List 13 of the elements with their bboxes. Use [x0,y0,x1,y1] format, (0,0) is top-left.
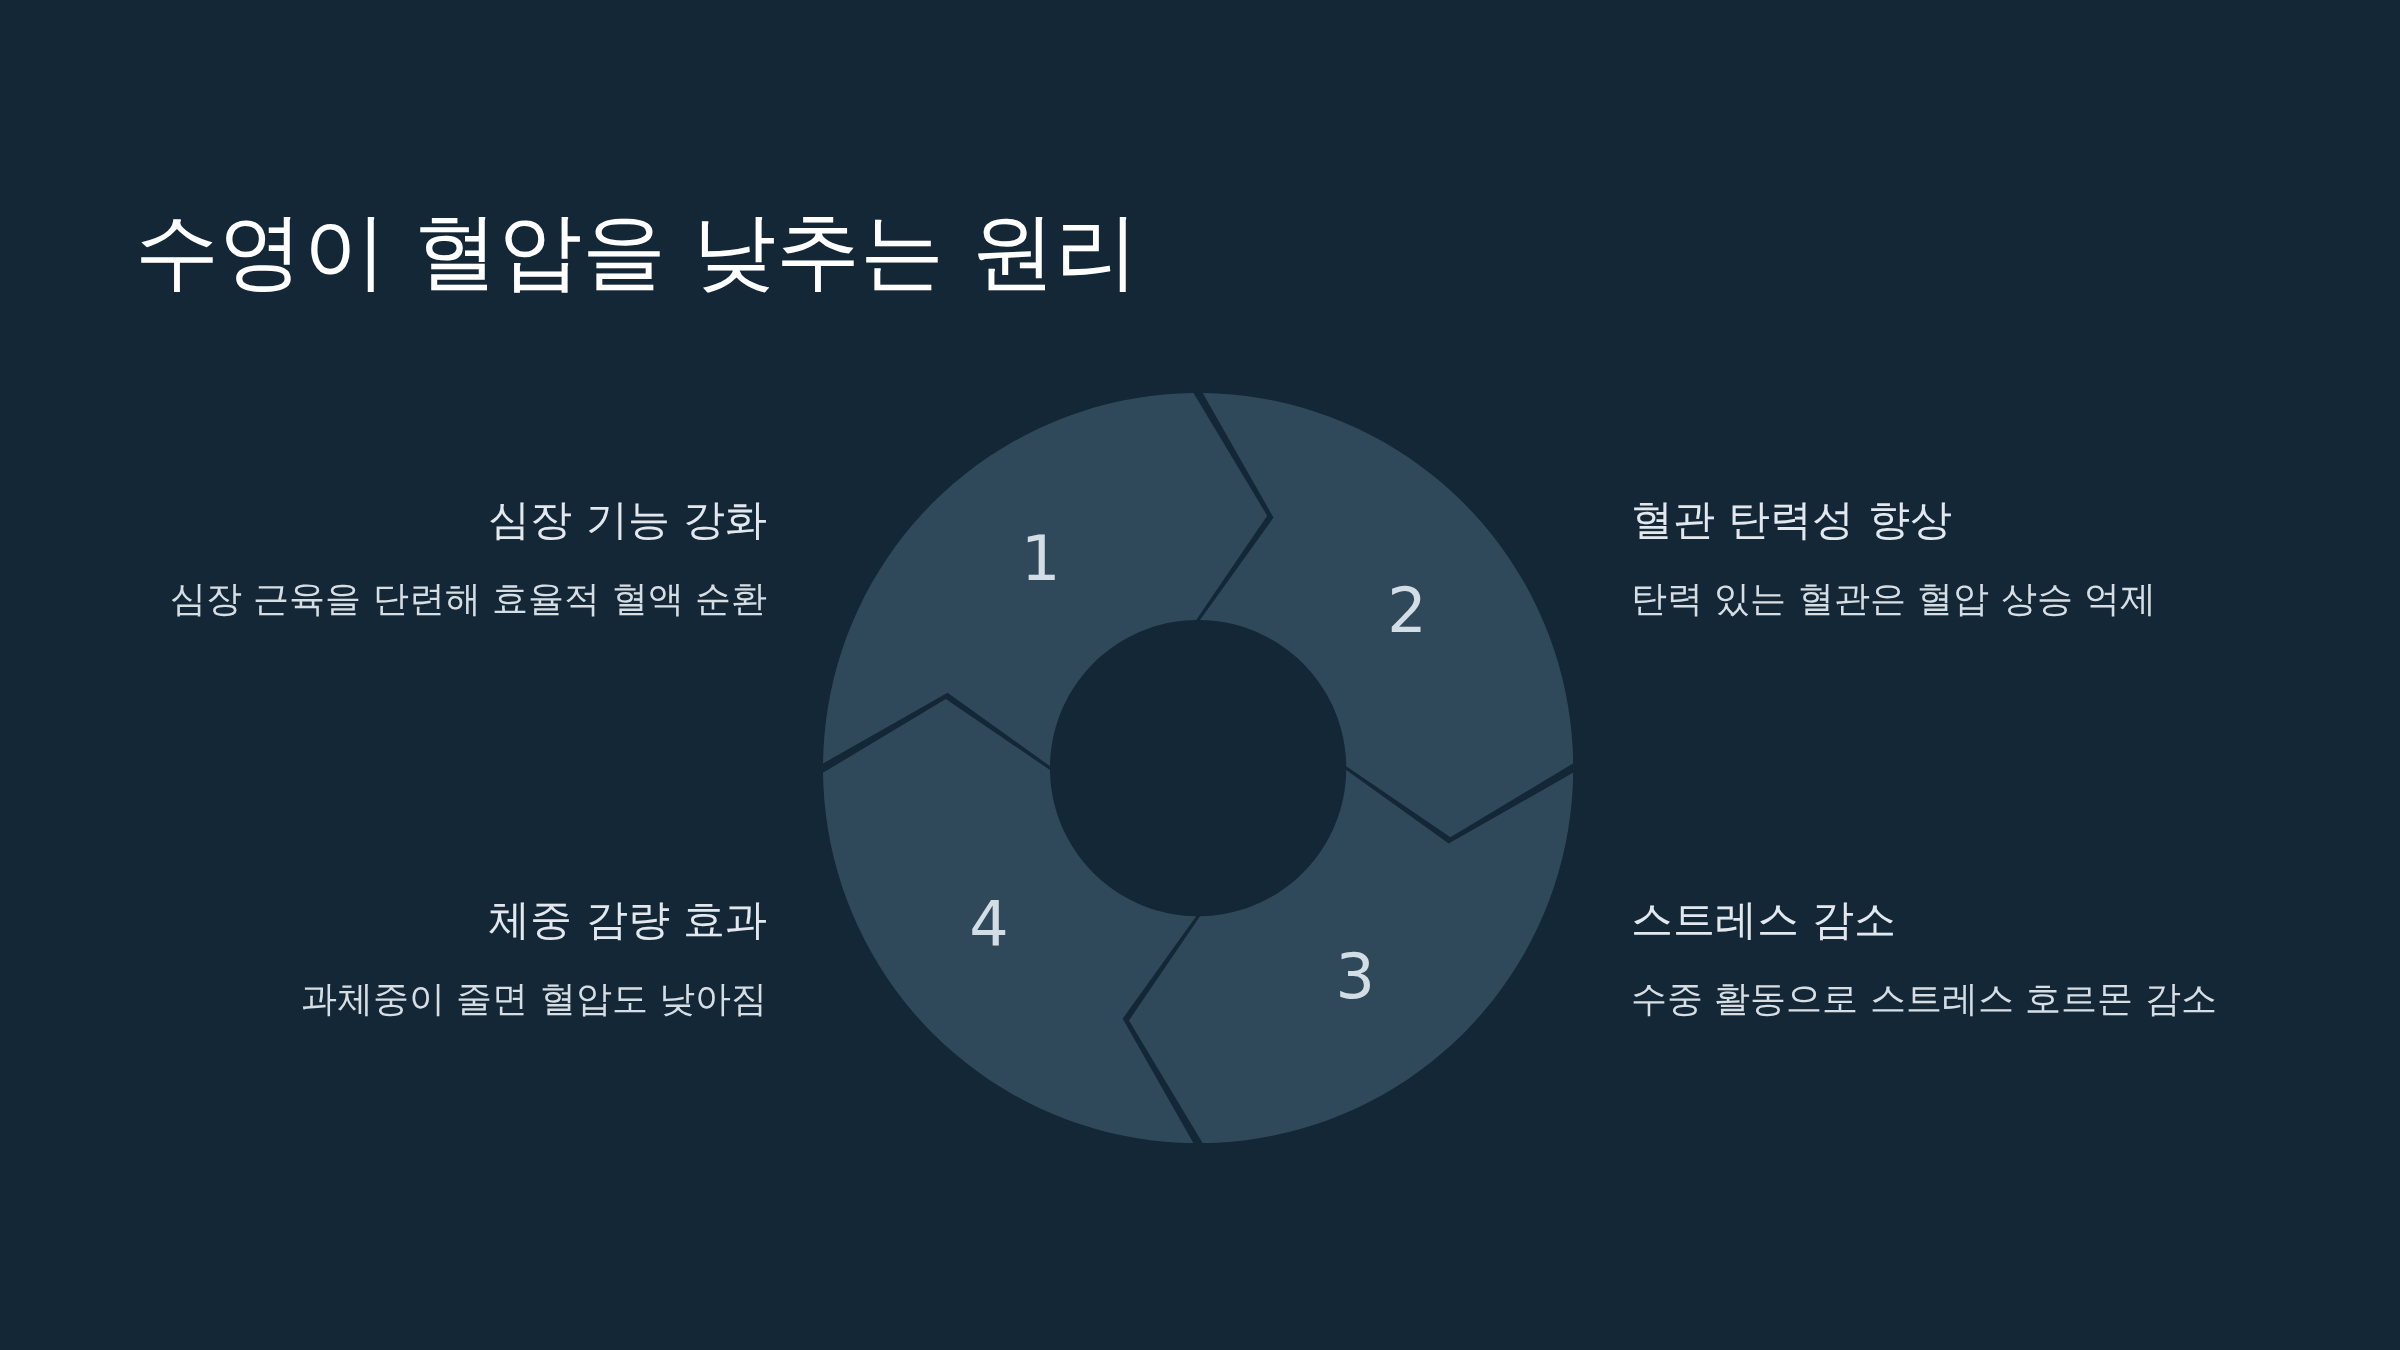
step-heading: 혈관 탄력성 향상 [1631,495,1952,546]
title: 수영이 혈압을 낮추는 원리 [135,205,1140,298]
step-description: 심장 근육을 단련해 효율적 혈액 순환 [169,577,767,621]
step-description: 탄력 있는 혈관은 혈압 상승 억제 [1631,577,2157,621]
step-number: 2 [1387,579,1427,642]
step-number: 4 [969,894,1009,957]
step-number: 3 [1335,945,1375,1008]
step-number: 1 [1020,528,1061,591]
step-heading: 스트레스 감소 [1631,895,1897,946]
step-description: 과체중이 줄면 혈압도 낮아짐 [300,977,767,1021]
step-heading: 심장 기능 강화 [488,495,767,546]
step-heading: 체중 감량 효과 [488,895,767,946]
step-description: 수중 활동으로 스트레스 호르몬 감소 [1631,977,2217,1021]
